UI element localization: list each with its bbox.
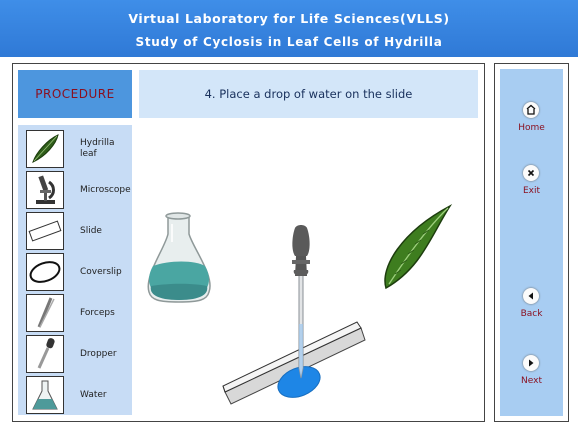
apparatus-item-coverslip[interactable]: Coverslip [18,253,132,291]
close-icon [523,165,539,181]
apparatus-label: Dropper [80,348,117,359]
app-header: Virtual Laboratory for Life Sciences(VLL… [0,0,578,57]
next-button[interactable]: Next [500,355,563,391]
apparatus-label: Coverslip [80,266,122,277]
flask-icon [26,376,64,414]
step-instruction: 4. Place a drop of water on the slide [139,70,478,118]
back-button[interactable]: Back [500,288,563,324]
apparatus-item-microscope[interactable]: Microscope [18,171,132,209]
procedure-label: PROCEDURE [18,70,132,118]
slide-icon [26,212,64,250]
exit-button[interactable]: Exit [500,165,563,201]
water-drop [277,366,321,398]
forceps-icon [26,294,64,332]
conical-flask-water[interactable] [147,212,211,303]
experiment-title: Study of Cyclosis in Leaf Cells of Hydri… [135,35,443,49]
leaf-icon [26,130,64,168]
navigation-panel: Home Exit Back Next [494,63,569,422]
apparatus-item-slide[interactable]: Slide [18,212,132,250]
dropper[interactable] [292,225,310,379]
home-button[interactable]: Home [500,102,563,138]
microscope-icon [26,171,64,209]
app-title: Virtual Laboratory for Life Sciences(VLL… [128,11,450,26]
apparatus-label: Forceps [80,307,115,318]
next-label: Next [521,376,542,386]
chevron-left-icon [523,288,539,304]
workspace-panel: PROCEDURE 4. Place a drop of water on th… [12,63,485,422]
apparatus-label: Water [80,389,107,400]
apparatus-item-dropper[interactable]: Dropper [18,335,132,373]
apparatus-item-hydrilla-leaf[interactable]: Hydrilla leaf [18,130,132,168]
apparatus-item-forceps[interactable]: Forceps [18,294,132,332]
chevron-right-icon [523,355,539,371]
glass-slide[interactable] [222,321,366,405]
hydrilla-leaf[interactable] [384,204,453,290]
home-icon [523,102,539,118]
exit-label: Exit [522,186,541,196]
home-label: Home [518,123,545,133]
apparatus-item-water[interactable]: Water [18,376,132,414]
lab-bench-scene [147,204,453,405]
apparatus-label: Microscope [80,184,131,195]
coverslip-icon [26,253,64,291]
navigation-bar: Home Exit Back Next [500,69,563,416]
apparatus-label: Slide [80,225,102,236]
apparatus-list: Hydrilla leaf Microscope Slide [18,125,132,415]
dropper-icon [26,335,64,373]
apparatus-label: Hydrilla leaf [80,138,115,159]
back-label: Back [520,309,543,319]
